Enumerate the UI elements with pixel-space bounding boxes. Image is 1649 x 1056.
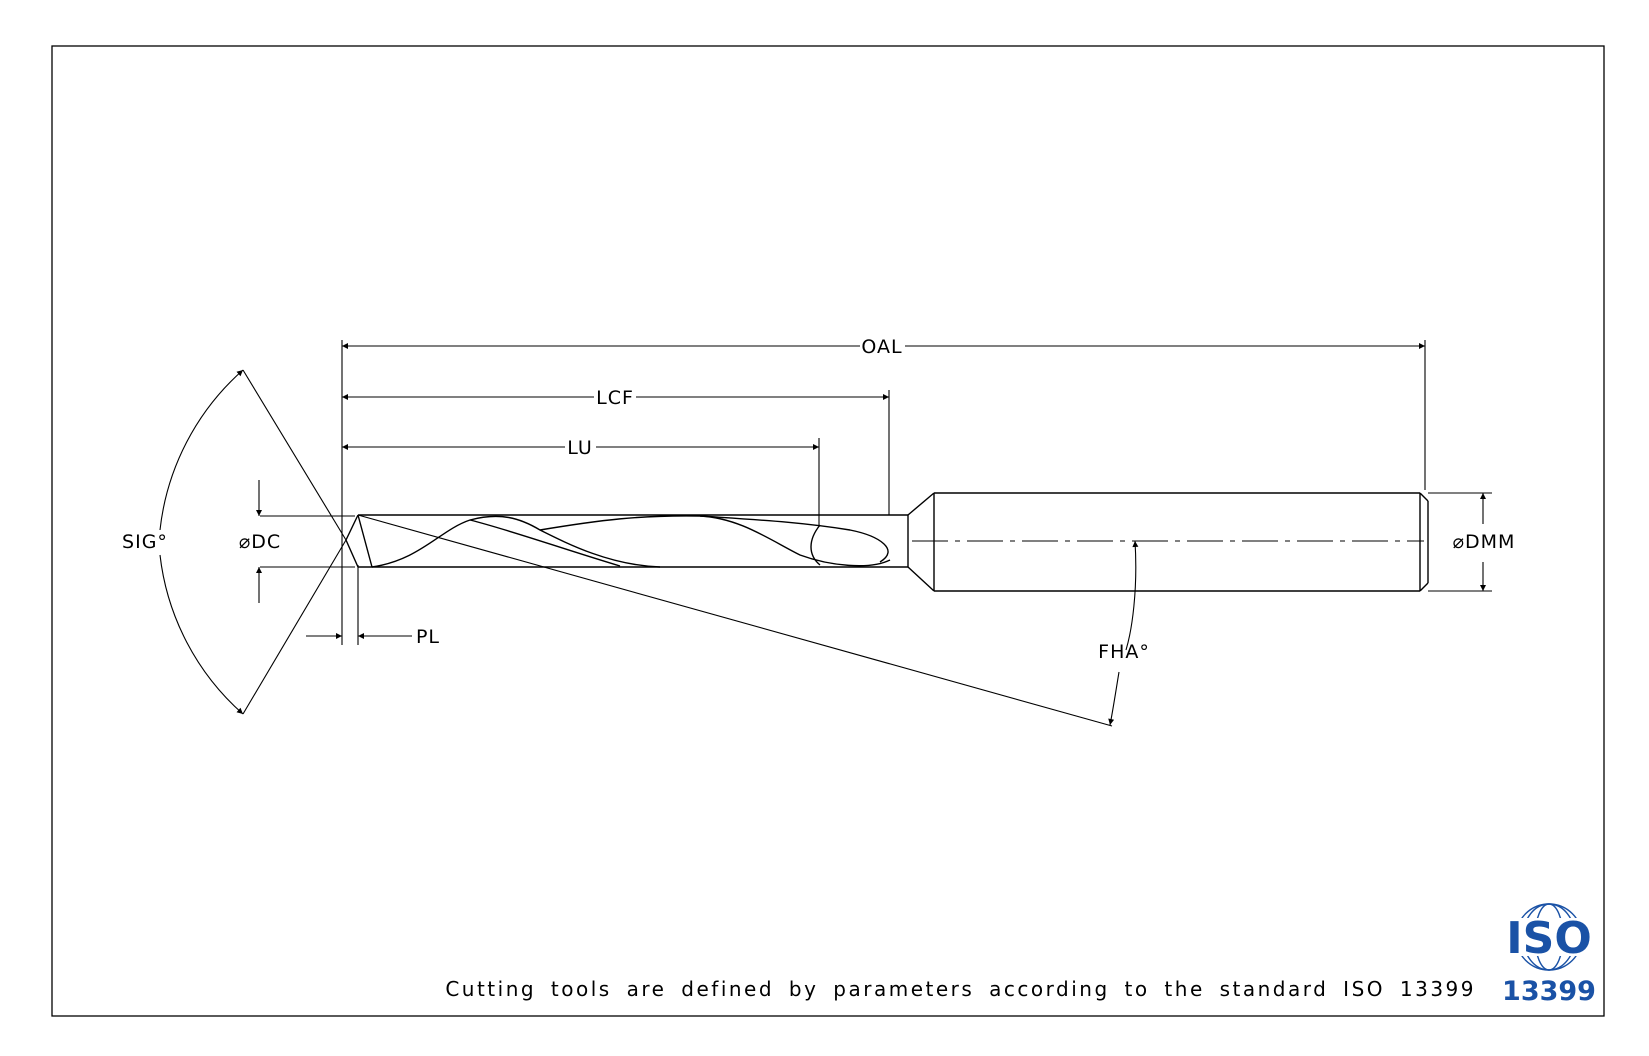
iso-logo-word: ISO xyxy=(1506,913,1591,964)
dmm-label: ⌀DMM xyxy=(1453,531,1516,553)
sig-label: SIG° xyxy=(122,531,168,553)
pl-label: PL xyxy=(416,626,440,648)
iso-caption: Cutting tools are defined by parameters … xyxy=(445,977,1476,1001)
iso-logo-number: 13399 xyxy=(1502,976,1596,1007)
lcf-label: LCF xyxy=(596,387,634,409)
dimension-lines xyxy=(159,340,1492,727)
oal-label: OAL xyxy=(861,336,902,358)
fha-label: FHA° xyxy=(1098,641,1150,663)
drawing-frame xyxy=(51,45,1605,1017)
lu-label: LU xyxy=(567,437,593,459)
iso-logo: ISO 13399 xyxy=(1502,903,1596,1007)
dc-label: ⌀DC xyxy=(239,531,281,553)
drill-body xyxy=(345,492,1429,592)
